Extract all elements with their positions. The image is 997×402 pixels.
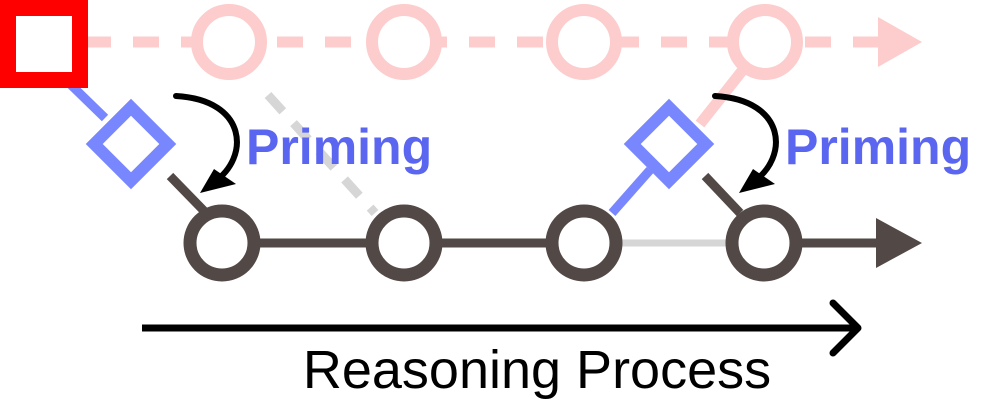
top-node-4 <box>727 4 803 80</box>
reasoning-process-arrow-icon <box>142 299 862 357</box>
top-node-2 <box>366 4 442 80</box>
bottom-node-3 <box>545 204 623 282</box>
top-track <box>85 4 922 128</box>
reasoning-process-label: Reasoning Process <box>303 340 771 400</box>
priming-label-left: Priming <box>246 119 432 175</box>
right-diamond-to-node-line <box>701 172 744 217</box>
left-priming-arrow-icon <box>173 93 240 193</box>
node-to-right-diamond-line <box>608 167 654 216</box>
right-priming-diamond-icon <box>623 98 715 190</box>
gray-dashed-diagonal <box>264 91 379 217</box>
bottom-node-2 <box>365 204 443 282</box>
bottom-arrowhead-icon <box>876 218 922 268</box>
top-node-3 <box>546 4 622 80</box>
left-priming-diamond-icon <box>85 98 177 190</box>
left-diamond-to-node-line <box>166 172 211 218</box>
bottom-node-1 <box>183 204 261 282</box>
priming-label-right: Priming <box>785 119 971 175</box>
top-node-1 <box>191 4 267 80</box>
bottom-node-4 <box>725 204 803 282</box>
start-square-icon <box>0 0 88 88</box>
top-arrowhead-icon <box>878 17 922 67</box>
right-priming-arrow-icon <box>712 93 779 193</box>
bottom-track <box>166 172 922 268</box>
